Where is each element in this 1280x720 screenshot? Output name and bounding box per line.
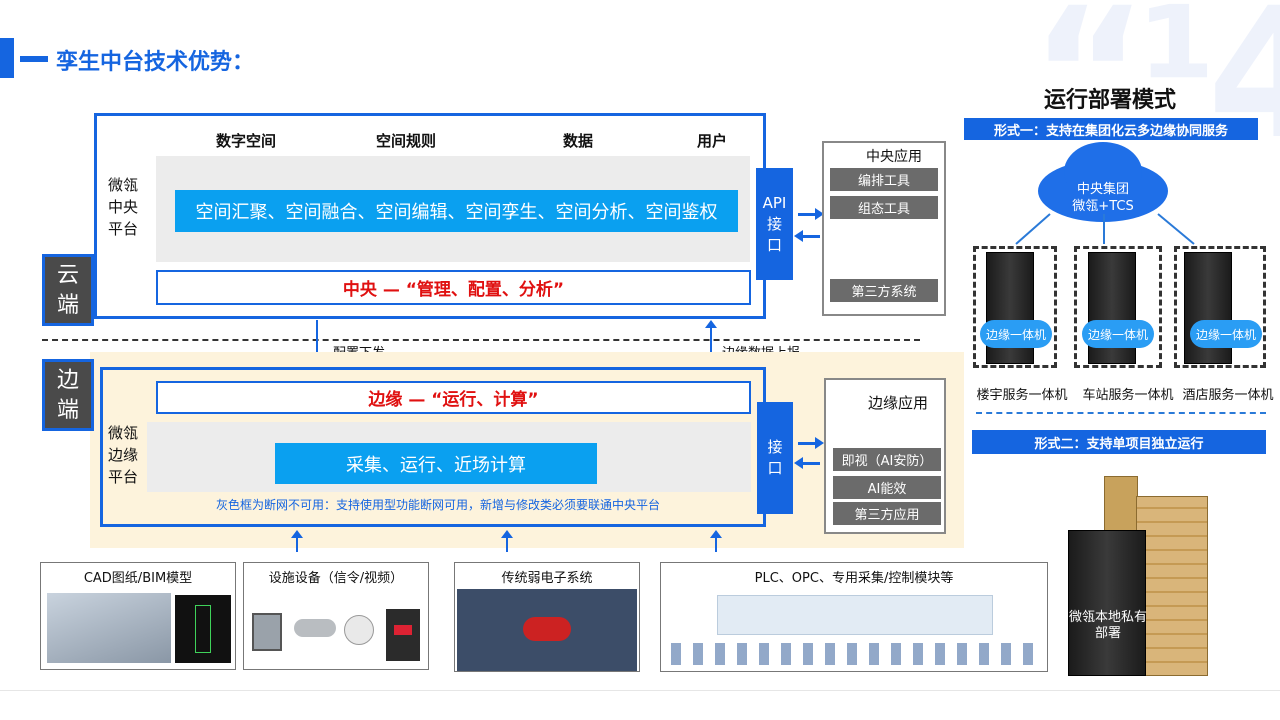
private-deploy-line: 微瓴本地私有 [1068, 610, 1147, 625]
central-api-box: API 接 口 [756, 168, 793, 280]
edge-offline-note: 灰色框为断网不可用：支持使用型功能断网可用，新增与修改类必须要联通中央平台 [216, 498, 661, 512]
site-label-station: 车站服务一体机 [1082, 388, 1174, 403]
api-label-line: 口 [766, 235, 782, 254]
camera-icon [294, 619, 336, 637]
edge-api-arrow-right [798, 437, 824, 449]
central-group-cloud-top [1064, 142, 1142, 202]
column-data: 数据 [563, 132, 594, 150]
cloud-text-line: 中央集团 [1076, 182, 1129, 197]
source-legacy-systems: 传统弱电子系统 [454, 562, 640, 672]
deployment-title: 运行部署模式 [1044, 87, 1177, 113]
app-ai-security: 即视（AI安防） [833, 448, 941, 471]
deployment-mode-1: 形式一：支持在集团化云多边缘协同服务 [964, 118, 1258, 140]
footer-divider [0, 690, 1280, 691]
cloud-link-left [1015, 213, 1051, 245]
column-users: 用户 [697, 132, 728, 150]
central-platform-label: 微瓴 中央 平台 [108, 174, 138, 240]
edge-machine-cloud-2: 边缘一体机 [1082, 320, 1154, 348]
legacy-systems-diagram [457, 589, 637, 671]
column-space-rules: 空间规则 [376, 132, 437, 150]
source-legacy-systems-title: 传统弱电子系统 [501, 571, 593, 586]
source-devices: 设施设备（信令/视频） [243, 562, 429, 670]
site-label-building: 楼宇服务一体机 [976, 388, 1068, 403]
spotlight-icon [344, 615, 374, 645]
source-cad-bim: CAD图纸/BIM模型 [40, 562, 236, 670]
cloud-side-label: 云 端 [42, 254, 94, 326]
central-platform-label-line: 中央 [108, 198, 139, 216]
legacy-hub-icon [523, 617, 571, 641]
site-frame-station [1074, 246, 1162, 368]
source-cad-bim-title: CAD图纸/BIM模型 [83, 571, 193, 586]
central-platform-label-line: 平台 [108, 220, 139, 238]
cloud-link-right [1157, 213, 1195, 245]
breaker-switch-icon [394, 625, 412, 635]
source-arrow-2 [501, 530, 513, 552]
app-third-party-app: 第三方应用 [833, 502, 941, 525]
source-arrow-1 [291, 530, 303, 552]
cad-outline-icon [195, 605, 211, 653]
private-deploy-label: 微瓴本地私有 部署 [1060, 610, 1156, 642]
edge-api-label-line: 接 [767, 438, 783, 456]
api-arrow-right [798, 208, 824, 220]
edge-api-box: 接 口 [757, 402, 793, 514]
central-group-cloud-text: 中央集团 微瓴+TCS [1040, 181, 1166, 215]
api-label-line: 接 [766, 214, 782, 233]
edge-api-label-line: 口 [767, 459, 783, 477]
cad-drawing-image [175, 595, 231, 663]
central-apps-title: 中央应用 [866, 149, 922, 165]
breaker-icon [386, 609, 420, 661]
source-plc-opc-title: PLC、OPC、专用采集/控制模块等 [754, 571, 954, 586]
edge-role-box: 边缘 — “运行、计算” [156, 381, 751, 414]
site-label-hotel: 酒店服务一体机 [1182, 388, 1274, 403]
app-configuration-tool: 组态工具 [830, 196, 938, 219]
bim-model-image [47, 593, 171, 663]
source-plc-opc: PLC、OPC、专用采集/控制模块等 [660, 562, 1048, 672]
app-orchestration-tool: 编排工具 [830, 168, 938, 191]
cloud-link-lines [1015, 213, 1195, 245]
app-third-party-system: 第三方系统 [830, 279, 938, 302]
source-arrow-3 [710, 530, 722, 552]
central-role-box: 中央 — “管理、配置、分析” [156, 270, 751, 305]
cloud-side-label-1: 云 [56, 263, 79, 288]
cloud-edge-divider [42, 339, 920, 341]
central-platform-label-line: 微瓴 [108, 176, 139, 194]
edge-api-arrow-left [794, 457, 820, 469]
source-devices-title: 设施设备（信令/视频） [268, 571, 404, 586]
header-accent-bar [0, 38, 14, 78]
page-title: 孪生中台技术优势： [56, 49, 255, 75]
deployment-mode-2: 形式二：支持单项目独立运行 [972, 430, 1266, 454]
edge-apps-title: 边缘应用 [868, 394, 929, 412]
edge-side-label: 边 端 [42, 359, 94, 431]
building-body-icon [1136, 496, 1208, 676]
api-arrow-left [794, 230, 820, 242]
deployment-divider [976, 412, 1266, 414]
edge-capabilities: 采集、运行、近场计算 [275, 443, 597, 484]
meter-icon [252, 613, 282, 651]
api-label-line: API [762, 193, 787, 212]
edge-up-arrow [705, 320, 717, 364]
device-row-icon [671, 643, 1039, 665]
background-watermark: “¹4 [1030, 0, 1280, 179]
edge-platform-label-line: 微瓴 [108, 424, 139, 442]
edge-platform-label: 微瓴 边缘 平台 [108, 422, 138, 488]
site-frame-building [973, 246, 1057, 368]
private-deploy-line: 部署 [1094, 626, 1121, 641]
module-strip [717, 595, 993, 635]
site-frame-hotel [1174, 246, 1266, 368]
edge-side-label-1: 边 [56, 368, 79, 393]
cloud-side-label-2: 端 [56, 293, 79, 318]
edge-machine-cloud-1: 边缘一体机 [980, 320, 1052, 348]
cloud-text-line: 微瓴+TCS [1072, 199, 1134, 214]
edge-platform-label-line: 边缘 [108, 446, 139, 464]
central-capabilities: 空间汇聚、空间融合、空间编辑、空间孪生、空间分析、空间鉴权 [175, 190, 738, 232]
app-ai-energy: AI能效 [833, 476, 941, 499]
edge-platform-label-line: 平台 [108, 468, 139, 486]
header-accent-line [20, 56, 48, 62]
edge-machine-cloud-3: 边缘一体机 [1190, 320, 1262, 348]
column-digital-space: 数字空间 [216, 132, 277, 150]
edge-side-label-2: 端 [56, 398, 79, 423]
private-server-icon [1068, 530, 1146, 676]
